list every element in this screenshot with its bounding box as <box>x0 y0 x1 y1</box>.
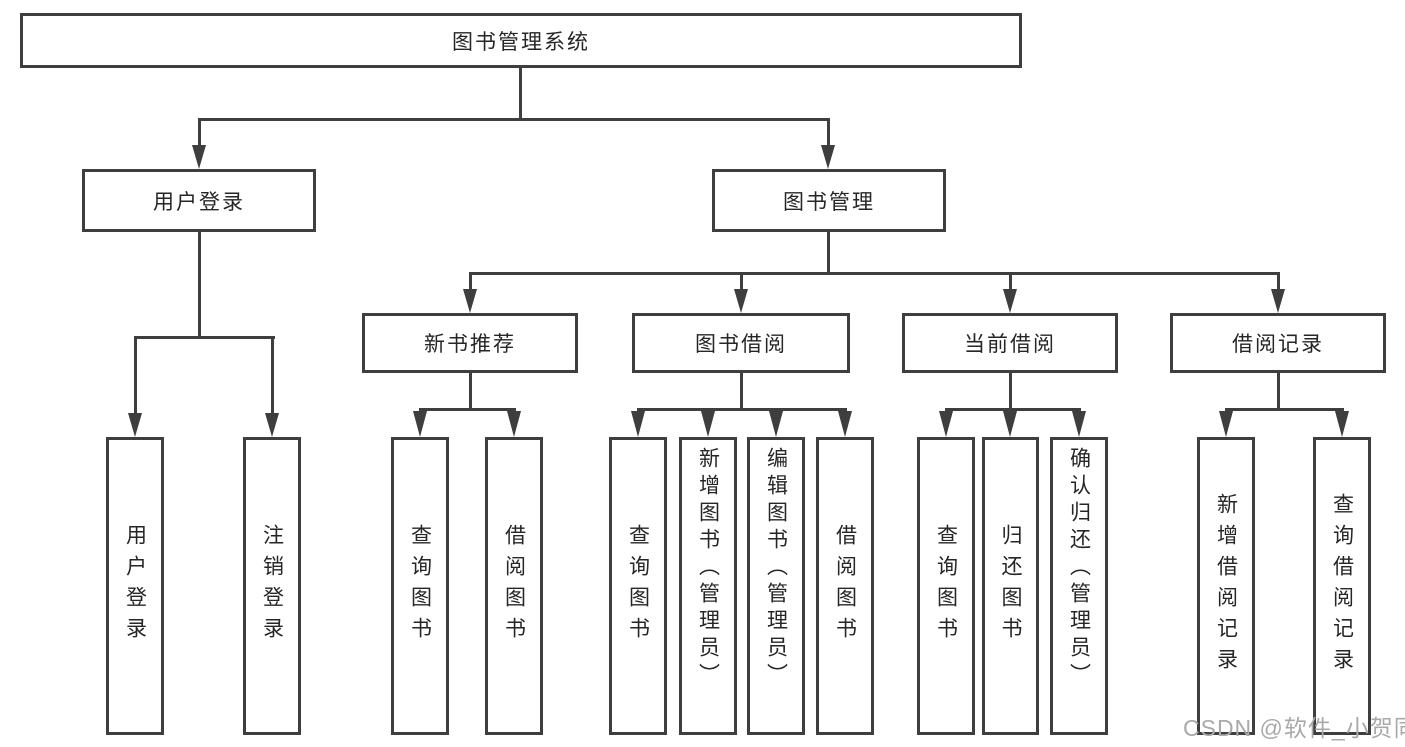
connector-line <box>469 373 472 408</box>
connector-line <box>134 336 275 339</box>
leaf-return-books: 归还图书 <box>982 437 1039 735</box>
arrowhead <box>192 145 206 169</box>
connector-line <box>1225 408 1344 411</box>
node-borrowing-records: 借阅记录 <box>1170 313 1386 373</box>
connector-line <box>827 232 830 272</box>
arrowhead <box>128 413 142 437</box>
arrowhead <box>1219 411 1233 437</box>
leaf-add-books-admin-label: 新增图书（管理员） <box>696 447 720 690</box>
leaf-query-books-recommend: 查询图书 <box>391 437 449 735</box>
arrowhead <box>769 411 783 437</box>
leaf-logout: 注销登录 <box>243 437 301 735</box>
connector-line <box>1277 275 1280 291</box>
connector-line <box>945 408 1081 411</box>
arrowhead <box>838 411 852 437</box>
leaf-query-books-current: 查询图书 <box>917 437 975 735</box>
leaf-query-books-recommend-label: 查询图书 <box>408 524 432 648</box>
connector-line <box>637 408 847 411</box>
node-book-borrowing: 图书借阅 <box>632 313 850 373</box>
node-book-management: 图书管理 <box>712 169 946 232</box>
leaf-add-books-admin: 新增图书（管理员） <box>679 437 737 735</box>
arrowhead <box>734 289 748 313</box>
connector-line <box>198 232 201 336</box>
leaf-logout-label: 注销登录 <box>260 524 284 648</box>
arrowhead <box>1072 411 1086 437</box>
node-book-borrowing-label: 图书借阅 <box>695 333 787 356</box>
connector-line <box>469 272 1280 275</box>
connector-line <box>827 121 830 147</box>
node-current-borrowing-label: 当前借阅 <box>964 333 1056 356</box>
connector-line <box>1009 373 1012 408</box>
connector-line <box>1277 373 1280 408</box>
arrowhead <box>701 411 715 437</box>
node-user-login: 用户登录 <box>82 169 316 232</box>
node-root-label: 图书管理系统 <box>452 30 590 54</box>
arrowhead <box>463 289 477 313</box>
leaf-confirm-return-admin: 确认归还（管理员） <box>1050 437 1108 735</box>
node-root: 图书管理系统 <box>20 13 1022 68</box>
leaf-add-borrow-record-label: 新增借阅记录 <box>1214 493 1238 679</box>
leaf-edit-books-admin: 编辑图书（管理员） <box>747 437 805 735</box>
node-user-login-label: 用户登录 <box>153 190 245 214</box>
node-book-management-label: 图书管理 <box>783 190 875 214</box>
arrowhead <box>821 145 835 169</box>
arrowhead <box>1003 289 1017 313</box>
arrowhead <box>631 411 645 437</box>
leaf-query-books-current-label: 查询图书 <box>934 524 958 648</box>
leaf-return-books-label: 归还图书 <box>999 524 1023 648</box>
leaf-borrow-books-recommend: 借阅图书 <box>485 437 543 735</box>
leaf-user-login: 用户登录 <box>106 437 164 735</box>
leaf-query-borrow-record: 查询借阅记录 <box>1313 437 1371 735</box>
leaf-borrow-books-borrowing: 借阅图书 <box>816 437 874 735</box>
leaf-query-books-borrowing: 查询图书 <box>609 437 667 735</box>
leaf-query-books-borrowing-label: 查询图书 <box>626 524 650 648</box>
leaf-confirm-return-admin-label: 确认归还（管理员） <box>1067 447 1091 690</box>
connector-line <box>198 121 201 147</box>
node-new-book-recommendation-label: 新书推荐 <box>424 333 516 356</box>
csdn-watermark: CSDN @软件_小贺同学 <box>1183 715 1405 741</box>
arrowhead <box>413 411 427 437</box>
arrowhead <box>1271 289 1285 313</box>
node-new-book-recommendation: 新书推荐 <box>362 313 578 373</box>
leaf-edit-books-admin-label: 编辑图书（管理员） <box>764 447 788 690</box>
connector-line <box>134 339 137 413</box>
arrowhead <box>265 413 279 437</box>
connector-line <box>1009 275 1012 291</box>
arrowhead <box>1003 411 1017 437</box>
leaf-borrow-books-recommend-label: 借阅图书 <box>502 524 526 648</box>
connector-line <box>519 68 522 118</box>
leaf-add-borrow-record: 新增借阅记录 <box>1197 437 1255 735</box>
arrowhead <box>939 411 953 437</box>
node-borrowing-records-label: 借阅记录 <box>1232 333 1324 356</box>
connector-line <box>740 275 743 291</box>
arrowhead <box>507 411 521 437</box>
arrowhead <box>1335 411 1349 437</box>
connector-line <box>469 275 472 291</box>
connector-line <box>271 339 274 413</box>
node-current-borrowing: 当前借阅 <box>902 313 1118 373</box>
leaf-borrow-books-borrowing-label: 借阅图书 <box>833 524 857 648</box>
connector-line <box>419 408 516 411</box>
leaf-query-borrow-record-label: 查询借阅记录 <box>1330 493 1354 679</box>
connector-line <box>198 118 830 121</box>
connector-line <box>740 373 743 408</box>
leaf-user-login-label: 用户登录 <box>123 524 147 648</box>
